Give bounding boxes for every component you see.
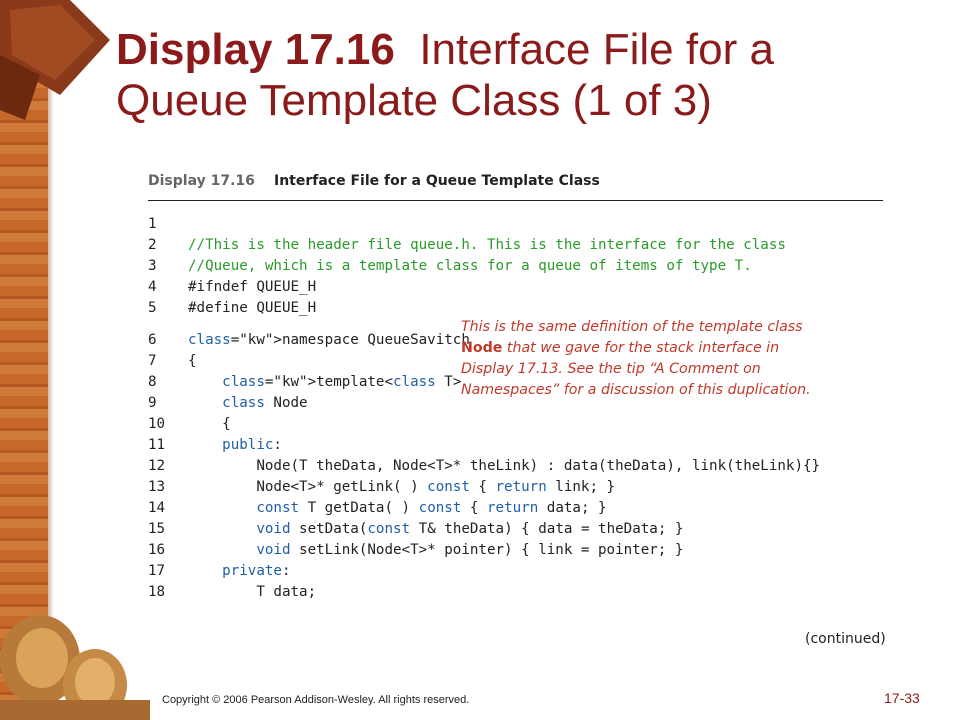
line-number: 7 — [148, 353, 157, 369]
code-text: #define QUEUE_H — [188, 300, 317, 316]
code-text: Node<T>* getLink( ) const { return link;… — [188, 479, 616, 495]
code-text: public: — [222, 437, 282, 453]
line-number: 3 — [148, 258, 157, 274]
code-text: T data; — [188, 584, 317, 600]
annotation-line: Node that we gave for the stack interfac… — [461, 338, 841, 359]
page-number: 17-33 — [884, 690, 920, 706]
display-header: Display 17.16 Interface File for a Queue… — [148, 170, 883, 201]
code-line: 12 Node(T theData, Node<T>* theLink) : d… — [148, 456, 878, 477]
annotation-note: This is the same definition of the templ… — [461, 317, 841, 401]
code-text: void setLink(Node<T>* pointer) { link = … — [256, 542, 684, 558]
line-number: 1 — [148, 216, 157, 232]
code-line: 15 void setData(const T& theData) { data… — [148, 519, 878, 540]
title-display-number: Display 17.16 — [116, 25, 395, 74]
code-text: Node(T theData, Node<T>* theLink) : data… — [188, 458, 821, 474]
code-line: 17 private: — [148, 561, 878, 582]
code-text: #ifndef QUEUE_H — [188, 279, 317, 295]
code-line: 18 T data; — [148, 582, 878, 603]
line-number: 18 — [148, 584, 166, 600]
code-line: 1 — [148, 214, 878, 235]
code-line: 13 Node<T>* getLink( ) const { return li… — [148, 477, 878, 498]
code-line: 2 //This is the header file queue.h. This… — [148, 235, 878, 256]
annotation-code-word: Node — [461, 340, 503, 356]
line-number: 13 — [148, 479, 166, 495]
corner-decoration — [0, 0, 110, 120]
code-line: 10 { — [148, 414, 878, 435]
code-text: private: — [222, 563, 291, 579]
annotation-line: Namespaces” for a discussion of this dup… — [461, 382, 811, 398]
decorative-side-strip — [0, 0, 54, 720]
line-number: 10 — [148, 416, 166, 432]
annotation-line: This is the same definition of the templ… — [461, 319, 803, 335]
line-number: 6 — [148, 332, 157, 348]
code-text: //This is the header file queue.h. This … — [188, 237, 786, 253]
line-number: 14 — [148, 500, 166, 516]
slide-title: Display 17.16 Interface File for a Queue… — [116, 24, 916, 126]
code-line: 9 class Node — [148, 393, 878, 414]
annotation-line-rest: that we gave for the stack interface in — [502, 340, 780, 356]
code-line: 11 public: — [148, 435, 878, 456]
line-number: 16 — [148, 542, 166, 558]
line-number: 15 — [148, 521, 166, 537]
code-text: { — [188, 416, 231, 432]
code-text: class Node — [222, 395, 308, 411]
line-number: 9 — [148, 395, 157, 411]
code-line: 3 //Queue, which is a template class for … — [148, 256, 878, 277]
code-line: 7{ — [148, 351, 878, 372]
display-label: Display 17.16 — [148, 173, 255, 189]
line-number: 17 — [148, 563, 166, 579]
display-title: Interface File for a Queue Template Clas… — [274, 173, 600, 189]
code-text: { — [188, 353, 197, 369]
code-text: void setData(const T& theData) { data = … — [256, 521, 684, 537]
line-number: 8 — [148, 374, 157, 390]
line-number: 2 — [148, 237, 157, 253]
code-line: 16 void setLink(Node<T>* pointer) { link… — [148, 540, 878, 561]
code-line: 5 #define QUEUE_H — [148, 298, 878, 319]
code-line: 8 class="kw">template<class T> — [148, 372, 878, 393]
line-number: 11 — [148, 437, 166, 453]
code-line: 14 const T getData( ) const { return dat… — [148, 498, 878, 519]
line-number: 12 — [148, 458, 166, 474]
line-number: 5 — [148, 300, 157, 316]
code-text: class="kw">template<class T> — [222, 374, 462, 390]
line-number: 4 — [148, 279, 157, 295]
annotation-line: Display 17.13. See the tip “A Comment on — [461, 361, 761, 377]
code-text: class="kw">namespace QueueSavitch — [188, 332, 470, 348]
code-line: 6 class="kw">namespace QueueSavitch — [148, 330, 878, 351]
copyright-notice: Copyright © 2006 Pearson Addison-Wesley.… — [162, 694, 470, 706]
title-line1-rest: Interface File for a — [419, 25, 774, 74]
lions-image — [0, 615, 150, 720]
code-text: const T getData( ) const { return data; … — [256, 500, 607, 516]
code-line: 4 #ifndef QUEUE_H — [148, 277, 878, 298]
code-text: //Queue, which is a template class for a… — [188, 258, 752, 274]
continued-note: (continued) — [805, 631, 886, 647]
title-line2: Queue Template Class (1 of 3) — [116, 76, 712, 126]
